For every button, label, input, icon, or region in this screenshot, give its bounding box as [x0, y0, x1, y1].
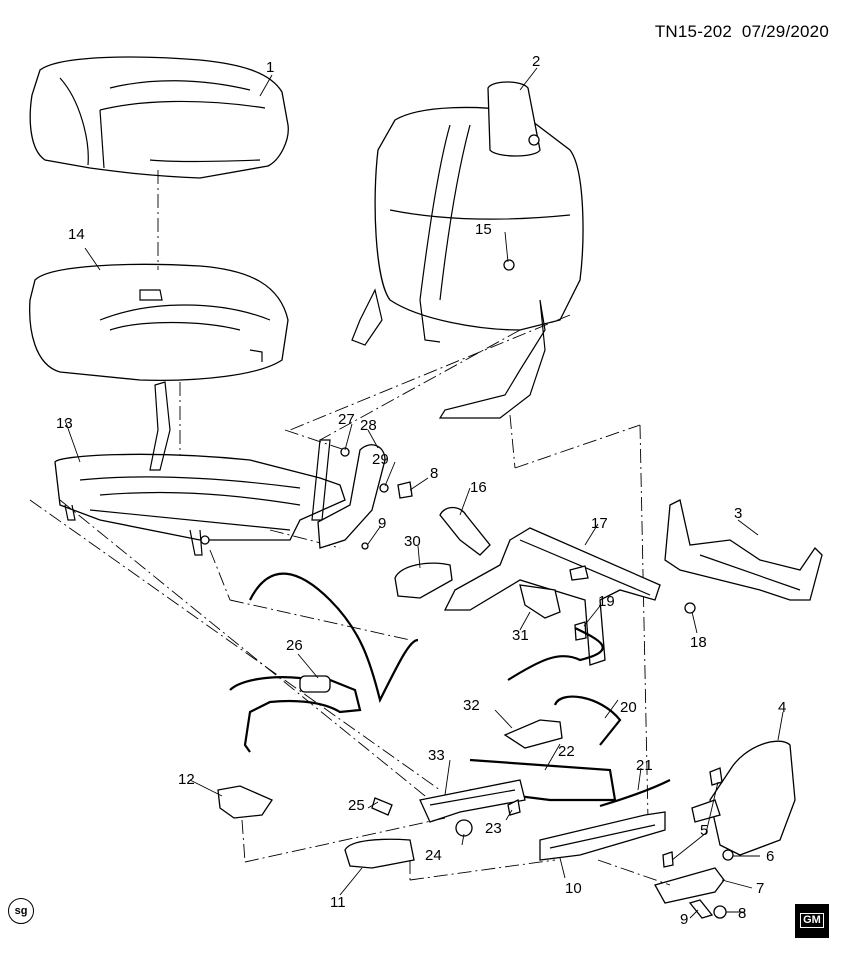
diagram-id: TN15-202	[654, 22, 733, 41]
callout-9-upper: 9	[378, 515, 386, 532]
track-trim-cover	[654, 867, 725, 904]
track-bracket	[503, 719, 563, 749]
side-trim-panel	[317, 444, 413, 550]
callout-18: 18	[690, 634, 707, 651]
callout-5: 5	[700, 822, 708, 839]
callout-8-lower: 8	[738, 905, 746, 922]
back-to-frame-line-a	[289, 314, 571, 431]
callout-8-upper: 8	[430, 465, 438, 482]
shield-bracket	[691, 799, 721, 823]
front-track-cover	[344, 838, 415, 869]
callout-14: 14	[68, 226, 85, 243]
callout-22: 22	[558, 743, 575, 760]
callout-31: 31	[512, 627, 529, 644]
callout-20: 20	[620, 699, 637, 716]
diagram-date: 07/29/2020	[741, 22, 829, 41]
frame-dash-d	[59, 499, 431, 801]
seat-frame	[54, 381, 346, 556]
callout-23: 23	[485, 820, 502, 837]
callout-33: 33	[428, 747, 445, 764]
callout-12: 12	[178, 771, 195, 788]
trim-nut	[713, 905, 727, 919]
gm-logo-text: GM	[800, 912, 824, 928]
callout-16: 16	[470, 479, 487, 496]
trim-dash	[597, 859, 671, 886]
back-to-bar-line	[509, 414, 516, 469]
motor-harness	[229, 675, 362, 753]
callout-11: 11	[330, 894, 346, 911]
seat-track-right	[539, 811, 666, 861]
callout-10: 10	[565, 880, 582, 897]
pivot-pin	[371, 797, 393, 816]
callout-6: 6	[766, 848, 774, 865]
callout-3: 3	[734, 505, 742, 522]
callout-7: 7	[756, 880, 764, 897]
callout-19: 19	[598, 593, 615, 610]
release-cable-21	[599, 779, 671, 808]
callout-29: 29	[372, 451, 389, 468]
release-cable-upper	[249, 572, 419, 704]
seat-cushion-cover	[29, 56, 289, 179]
trim-bolt	[688, 899, 714, 919]
callout-4: 4	[778, 699, 786, 716]
gm-logo: GM	[795, 904, 829, 938]
frame-dash-a	[284, 429, 346, 451]
diagram-header: TN15-202 07/29/2020	[655, 22, 829, 42]
side-shield	[709, 740, 796, 856]
callout-13: 13	[56, 415, 73, 432]
callout-21: 21	[636, 757, 653, 774]
back-to-track-line	[639, 424, 649, 821]
cover-dash-b	[244, 817, 446, 863]
callout-25: 25	[348, 797, 365, 814]
sg-badge: sg	[8, 898, 34, 924]
callout-15: 15	[475, 221, 492, 238]
leader-lines	[64, 67, 784, 919]
cover11-dash-b	[409, 859, 556, 881]
release-cable-mid	[507, 627, 604, 681]
track-end-cover	[217, 785, 273, 819]
callout-9-lower: 9	[680, 911, 688, 928]
back-to-bar-line-2	[514, 424, 641, 469]
shield-clip-a	[709, 767, 723, 786]
callout-27: 27	[338, 411, 355, 428]
seat-back-bracket	[443, 527, 661, 666]
back-to-frame-line-b	[319, 329, 521, 441]
callout-28: 28	[360, 417, 377, 434]
shield-plug	[722, 849, 734, 861]
callout-30: 30	[404, 533, 421, 550]
track-washer	[455, 819, 473, 837]
seat-track-left	[419, 779, 526, 823]
callout-1: 1	[266, 59, 274, 76]
frame-dash-f	[229, 599, 411, 641]
frame-dash-c	[29, 499, 441, 791]
callout-26: 26	[286, 637, 303, 654]
seat-back-assembly	[351, 81, 584, 419]
frame-dash-e	[209, 549, 231, 601]
release-cable-20	[553, 695, 622, 746]
latch-bracket	[519, 584, 561, 619]
shield-clip-b	[662, 851, 674, 868]
callout-labels: 1 2 3 4 5 6 7 8 9 10 11 12 13 14 15 16 1…	[56, 53, 786, 928]
callout-32: 32	[463, 697, 480, 714]
release-handle	[439, 506, 491, 556]
recliner-cover	[394, 562, 453, 599]
callout-17: 17	[591, 515, 608, 532]
rear-mount-bracket	[664, 499, 823, 614]
cover-dash-a	[241, 819, 246, 863]
seat-cushion-pad	[29, 263, 289, 381]
callout-24: 24	[425, 847, 442, 864]
callout-2: 2	[532, 53, 540, 70]
